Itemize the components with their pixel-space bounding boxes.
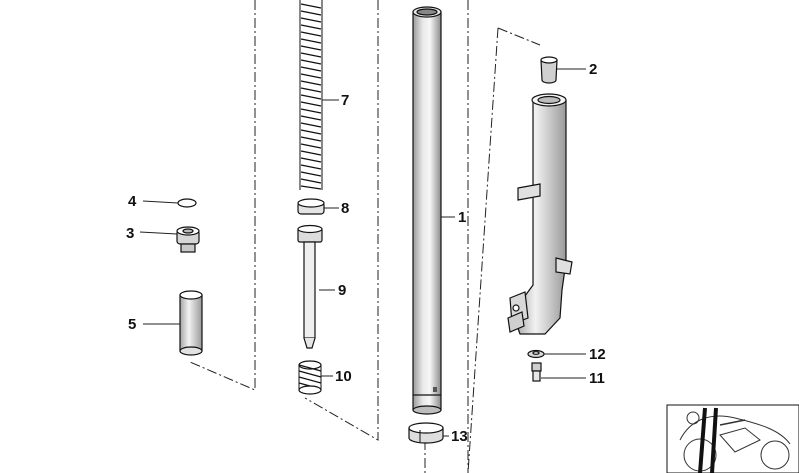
- sealing-washer: [527, 349, 545, 359]
- motorcycle-thumbnail: [666, 404, 799, 473]
- spacer-tube: [179, 290, 203, 356]
- damper-rod: [297, 224, 323, 349]
- assembly-guide-lines: [189, 0, 541, 473]
- callout-5: 5: [128, 316, 136, 333]
- fork-slider: [507, 93, 573, 335]
- fork-spring: [299, 0, 323, 190]
- callout-7: 7: [341, 92, 349, 109]
- screw-plug: [176, 226, 200, 253]
- callout-2: 2: [589, 61, 597, 78]
- callout-leader-lines: [139, 68, 586, 437]
- slider-cap: [540, 56, 558, 84]
- callout-3: 3: [126, 225, 134, 242]
- callout-12: 12: [589, 346, 606, 363]
- callout-9: 9: [338, 282, 346, 299]
- rebound-spring: [298, 360, 322, 395]
- callout-1: 1: [458, 209, 466, 226]
- callout-10: 10: [335, 368, 352, 385]
- callout-labels: 1 2 3 4 5 7 8 9 10 11 12 13: [126, 61, 606, 445]
- callout-11: 11: [589, 370, 605, 387]
- fork-tube: [412, 6, 442, 415]
- callout-4: 4: [128, 193, 137, 210]
- callout-13: 13: [451, 428, 468, 445]
- hex-bolt: [531, 362, 542, 382]
- callout-8: 8: [341, 200, 349, 217]
- spring-washer: [297, 198, 325, 215]
- o-ring: [177, 198, 197, 208]
- slide-bush: [408, 422, 444, 444]
